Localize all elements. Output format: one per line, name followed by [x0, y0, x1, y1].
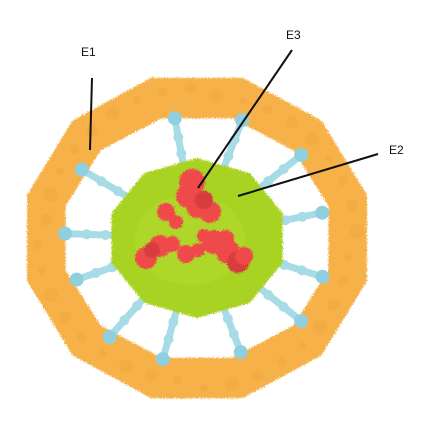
leader-line-e1 [89, 77, 93, 151]
cluster-blob [177, 245, 195, 263]
spoke-tip [294, 148, 309, 162]
spoke-knob [81, 229, 92, 240]
spoke-knob [278, 301, 289, 312]
spoke-tip [315, 205, 330, 220]
label-e2: E2 [389, 143, 404, 157]
cluster-blob [144, 242, 160, 258]
spoke-knob [119, 315, 130, 326]
outer-ring-texture-spot [313, 319, 328, 334]
center-clusters [135, 169, 253, 273]
cluster-blob [197, 229, 211, 243]
cluster-blob [235, 247, 253, 265]
outer-ring-texture-spot [119, 359, 133, 374]
outer-ring-texture-spot [77, 332, 88, 343]
label-e1: E1 [81, 45, 96, 59]
label-e3: E3 [286, 28, 301, 42]
spoke-knob [297, 211, 308, 222]
cluster-blob [191, 243, 205, 257]
outer-ring-texture-spot [343, 252, 352, 261]
spoke [155, 298, 183, 367]
spoke-knob [168, 317, 179, 328]
outer-ring-texture-spot [58, 311, 71, 324]
outer-ring-texture-spot [276, 357, 287, 368]
outer-ring-texture-spot [40, 213, 53, 226]
spoke-tip [294, 314, 309, 328]
outer-ring-texture-spot [349, 224, 364, 239]
spoke-knob [280, 215, 291, 226]
spoke-tip [167, 111, 182, 126]
outer-ring-texture-spot [304, 131, 319, 146]
spoke-knob [228, 329, 239, 340]
leader-line-e2 [237, 153, 379, 197]
outer-ring-texture-spot [327, 298, 340, 311]
spoke-knob [100, 230, 111, 240]
outer-ring-texture-spot [37, 266, 46, 275]
spoke-tip [233, 345, 248, 360]
spoke-knob [263, 289, 274, 300]
spoke-knob [96, 176, 107, 187]
spoke-knob [223, 151, 234, 162]
spoke-tip [74, 162, 89, 177]
outer-ring-texture-spot [298, 342, 307, 350]
outer-ring-texture-spot [337, 176, 348, 186]
spoke-knob [222, 313, 233, 324]
outer-ring-texture-spot [145, 369, 158, 382]
spoke-tip [155, 352, 170, 367]
outer-ring-texture-spot [44, 288, 59, 302]
spoke-knob [176, 148, 187, 159]
spoke-knob [90, 268, 101, 278]
outer-ring [27, 77, 367, 399]
outer-ring-texture-spot [285, 116, 298, 129]
outer-ring-texture-spot [338, 276, 348, 287]
outer-ring-texture-spot [263, 104, 273, 115]
outer-ring-texture-spot [325, 154, 334, 163]
outer-ring-texture-spot [32, 239, 43, 250]
outer-ring-texture-spot [209, 89, 224, 104]
spoke-knob [263, 176, 274, 187]
outer-ring-texture-spot [183, 81, 196, 94]
outer-ring-texture-spot [200, 384, 209, 393]
outer-ring-texture-spot [346, 199, 359, 212]
outer-ring-texture-spot [238, 96, 247, 105]
outer-ring-texture-spot [224, 376, 239, 391]
spoke-tip [102, 330, 117, 344]
outer-ring-texture-spot [172, 374, 183, 385]
cluster-blob [218, 230, 234, 246]
outer-ring-texture-spot [251, 369, 264, 382]
spoke-knob [132, 300, 143, 311]
outer-ring-texture-spot [68, 144, 79, 155]
cluster-blob [169, 215, 183, 229]
outer-ring-texture-spot [132, 96, 141, 105]
outer-ring-texture-spot [56, 167, 65, 176]
spoke-tip [69, 272, 84, 287]
spoke-knob [296, 265, 307, 276]
outer-ring-texture-spot [44, 187, 58, 202]
spoke-knob [113, 186, 123, 197]
leader-lines [89, 49, 379, 197]
outer-ring-texture-spot [98, 349, 107, 358]
cluster-blob [164, 236, 180, 252]
outer-ring-texture-spot [157, 87, 168, 98]
spoke-tip [315, 269, 330, 284]
spoke-knob [173, 132, 184, 143]
spoke-tip [58, 226, 73, 241]
spoke-knob [278, 164, 289, 175]
leader-line-e3 [197, 49, 293, 189]
outer-ring-texture-spot [105, 106, 120, 121]
cluster-blob [157, 203, 175, 221]
spoke-knob [163, 334, 174, 345]
outer-ring-texture [32, 81, 364, 393]
inner-core-shape [111, 158, 283, 318]
cluster-blob [195, 191, 213, 209]
